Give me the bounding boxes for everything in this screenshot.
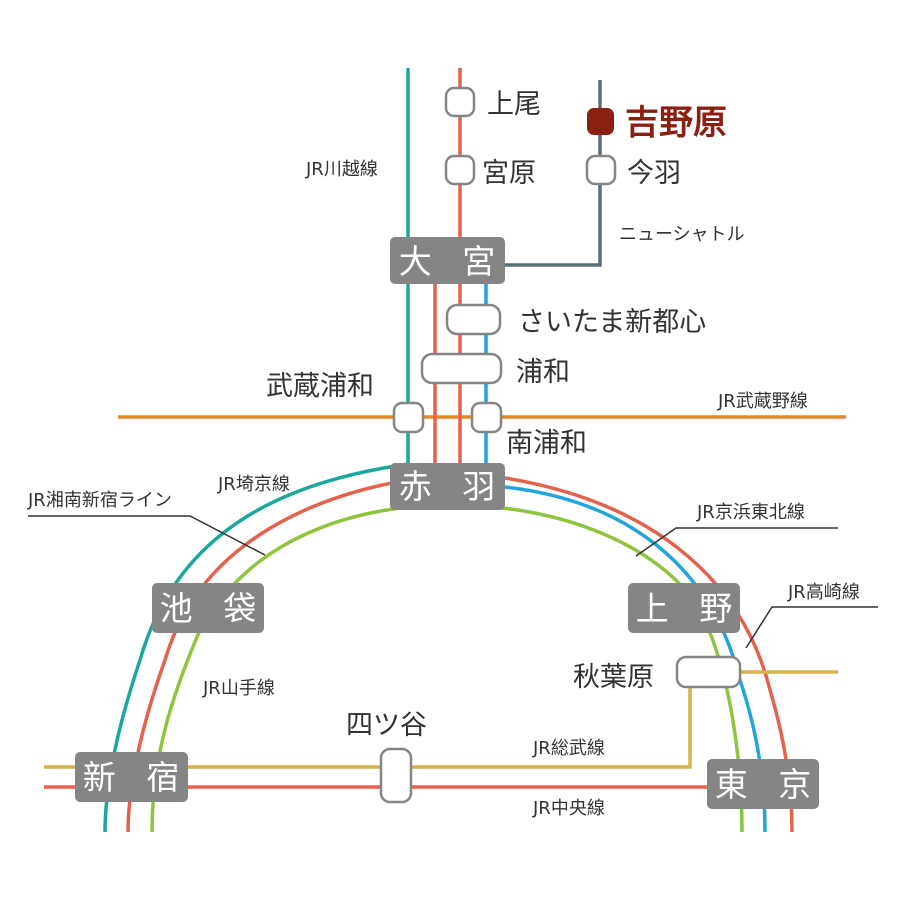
line-sobu — [44, 670, 838, 769]
station-label-ageo: 上尾 — [487, 89, 541, 120]
station-marker-akihabara[interactable] — [675, 655, 742, 689]
line-label-musashino: JR武蔵野線 — [717, 391, 808, 412]
hub-label-ikebukuro: 池 袋 — [160, 589, 267, 628]
hub-label-shinjuku: 新 宿 — [83, 758, 190, 797]
line-label-sobu: JR総武線 — [532, 738, 605, 759]
leader-takasaki — [745, 606, 878, 649]
line-label-yamanote: JR山手線 — [202, 678, 275, 699]
station-marker-ageo[interactable] — [444, 86, 476, 118]
hub-label-omiya: 大 宮 — [399, 242, 506, 281]
line-label-chuo: JR中央線 — [532, 798, 605, 819]
station-label-saitama-shintoshin: さいたま新都心 — [518, 307, 706, 338]
line-label-shonan-shinjuku: JR湘南新宿ライン — [27, 490, 172, 511]
line-paths — [44, 68, 846, 833]
station-label-imahane: 今羽 — [627, 158, 681, 189]
leader-lines — [28, 515, 878, 649]
station-marker-musashi-urawa[interactable] — [392, 401, 425, 434]
hub-label-akabane: 赤 羽 — [399, 467, 506, 506]
station-marker-miyahara[interactable] — [444, 154, 476, 186]
station-marker-yotsuya[interactable] — [379, 747, 413, 804]
line-label-new-shuttle: ニューシャトル — [619, 224, 745, 245]
hub-label-tokyo: 東 京 — [715, 765, 822, 804]
leader-keihin-tohoku — [635, 527, 838, 557]
station-label-akihabara: 秋葉原 — [573, 662, 654, 693]
hub-box-ikebukuro[interactable] — [152, 583, 264, 633]
station-marker-minami-urawa[interactable] — [470, 401, 503, 434]
station-label-miyahara: 宮原 — [482, 158, 536, 189]
line-label-takasaki: JR高崎線 — [787, 582, 860, 603]
station-label-musashi-urawa: 武蔵浦和 — [266, 371, 374, 402]
line-new-shuttle — [505, 80, 602, 267]
hub-label-ueno: 上 野 — [636, 589, 743, 628]
station-marker-imahane[interactable] — [585, 154, 617, 186]
station-marker-urawa[interactable] — [420, 352, 503, 385]
station-label-minami-urawa: 南浦和 — [506, 428, 587, 459]
line-label-keihin-tohoku: JR京浜東北線 — [696, 502, 805, 523]
destination-marker-yoshinohara[interactable] — [587, 108, 614, 135]
hub-box-tokyo[interactable] — [707, 759, 819, 809]
leader-shonan-shinjuku — [28, 515, 266, 556]
line-label-saikyo: JR埼京線 — [217, 474, 290, 495]
station-marker-saitama-shintoshin[interactable] — [445, 303, 502, 336]
hub-box-akabane[interactable] — [390, 463, 505, 510]
station-markers — [379, 86, 742, 804]
station-label-yoshinohara: 吉野原 — [625, 103, 727, 143]
station-label-urawa: 浦和 — [516, 357, 570, 388]
line-label-kawagoe: JR川越線 — [305, 159, 378, 180]
hub-box-ueno[interactable] — [628, 583, 740, 633]
hub-boxes — [75, 237, 819, 809]
hub-box-omiya[interactable] — [390, 237, 505, 284]
hub-box-shinjuku[interactable] — [75, 752, 188, 802]
station-label-yotsuya: 四ツ谷 — [346, 710, 427, 741]
